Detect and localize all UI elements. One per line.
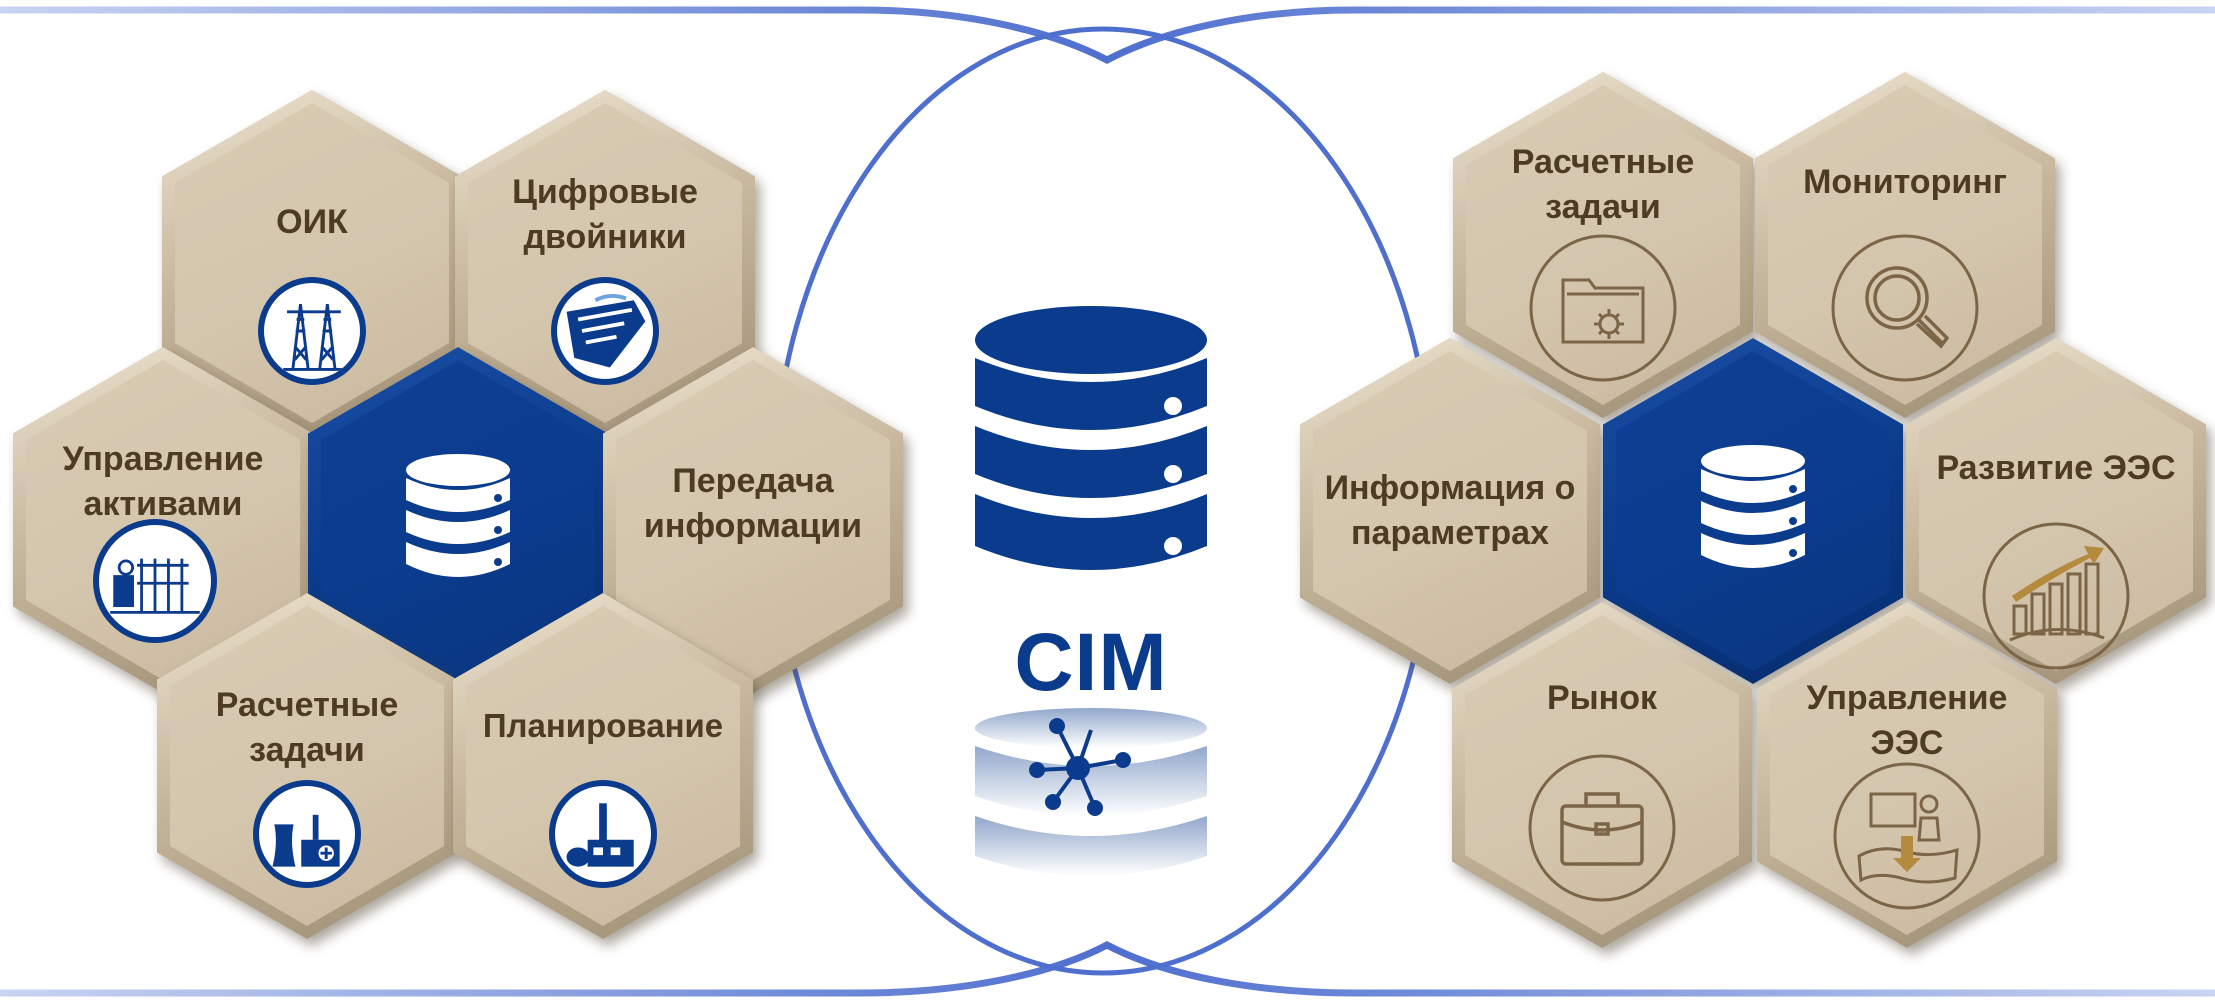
- hex-monitoring[interactable]: Мониторинг: [1755, 72, 2055, 418]
- hex-core-database: [1603, 338, 1903, 684]
- database-icon: [973, 302, 1209, 594]
- hex-market[interactable]: Рынок: [1452, 602, 1752, 948]
- hex-calc-tasks-right[interactable]: Расчетные задачи: [1453, 72, 1753, 418]
- hex-calc-tasks-left[interactable]: Расчетные задачи: [157, 593, 457, 939]
- hex-label: Цифровые двойники: [512, 173, 698, 256]
- hex-label: Информация о параметрах: [1324, 469, 1576, 552]
- hex-label: Планирование: [482, 707, 724, 744]
- nuclear-plant-icon: [253, 780, 361, 888]
- substation-icon: [93, 519, 217, 643]
- hex-planning[interactable]: Планирование: [453, 593, 753, 939]
- power-plant-icon: [549, 780, 657, 888]
- hex-label: Рынок: [1546, 679, 1658, 717]
- hex-label: Мониторинг: [1803, 163, 2007, 201]
- dam-icon: [551, 277, 659, 385]
- hex-label: Расчетные задачи: [215, 686, 399, 769]
- cim-title: CIM: [1014, 617, 1168, 708]
- control-center-icon: [1831, 760, 1983, 912]
- cim-network-reflection: [973, 706, 1209, 876]
- hex-label: Передача информации: [643, 462, 863, 545]
- power-tower-icon: [258, 277, 366, 385]
- hex-label: ОИК: [276, 203, 348, 241]
- hex-label: Расчетные задачи: [1511, 143, 1695, 226]
- growth-chart-icon: [1980, 520, 2132, 672]
- hex-eps-control[interactable]: Управление ЭЭС: [1757, 602, 2057, 948]
- hex-label: Управление активами: [62, 440, 264, 523]
- hex-label: Управление ЭЭС: [1806, 679, 2008, 762]
- magnifier-icon: [1829, 232, 1981, 384]
- database-icon: [403, 450, 513, 590]
- hex-label: Развитие ЭЭС: [1936, 449, 2176, 487]
- hex-eps-development[interactable]: Развитие ЭЭС: [1906, 338, 2206, 684]
- hex-parameter-information[interactable]: Информация о параметрах: [1300, 338, 1600, 684]
- briefcase-icon: [1526, 752, 1678, 904]
- database-icon: [1698, 441, 1808, 581]
- folder-gear-icon: [1527, 232, 1679, 384]
